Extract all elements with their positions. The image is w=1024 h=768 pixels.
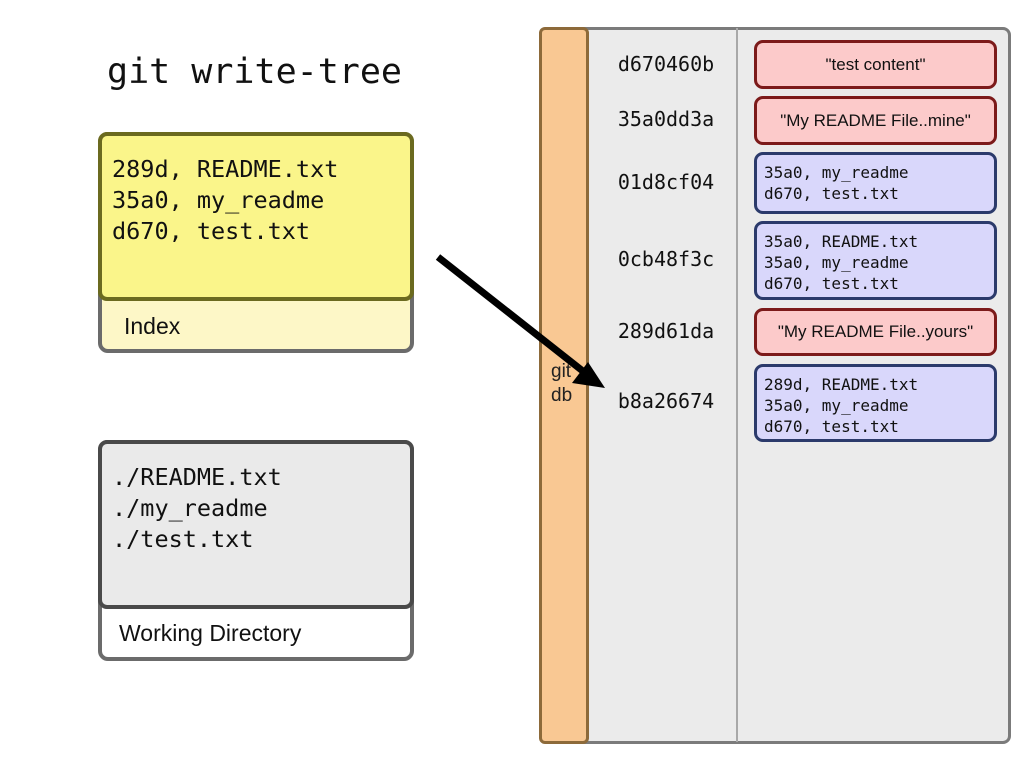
tree-entry: 35a0, my_readme — [764, 396, 909, 415]
blob-content: "My README File..mine" — [780, 110, 971, 130]
blob-content: "My README File..yours" — [777, 322, 974, 341]
tree-entry: 35a0, my_readme — [764, 253, 909, 272]
git-db-column-divider — [736, 28, 738, 742]
index-entry: 35a0, my_readme — [112, 186, 325, 214]
tree-object: 35a0, my_readme d670, test.txt — [754, 152, 997, 214]
object-hash: 0cb48f3c — [617, 247, 715, 271]
tree-object: 35a0, README.txt 35a0, my_readme d670, t… — [754, 221, 997, 300]
working-directory-file: ./README.txt — [112, 463, 282, 491]
git-db-label: git db — [551, 360, 572, 408]
blob-content: "test content" — [825, 54, 926, 74]
index-label: Index — [124, 313, 181, 339]
page-title: git write-tree — [107, 52, 403, 92]
index-box: 289d, README.txt 35a0, my_readme d670, t… — [98, 132, 414, 353]
working-directory-label: Working Directory — [119, 620, 302, 646]
object-hash: 289d61da — [617, 319, 715, 343]
git-db-label-line1: git — [551, 361, 572, 382]
tree-entry: 35a0, README.txt — [764, 232, 919, 251]
blob-object: "My README File..yours" — [754, 308, 997, 356]
blob-object: "test content" — [754, 40, 997, 89]
working-directory-file: ./test.txt — [112, 525, 254, 553]
tree-entry: d670, test.txt — [764, 274, 899, 293]
tree-object: 289d, README.txt 35a0, my_readme d670, t… — [754, 364, 997, 442]
index-content: 289d, README.txt 35a0, my_readme d670, t… — [98, 132, 414, 301]
tree-entry: 35a0, my_readme — [764, 163, 909, 182]
object-hash: d670460b — [617, 52, 715, 76]
git-db-label-line2: db — [551, 385, 573, 406]
working-directory-box: ./README.txt ./my_readme ./test.txt Work… — [98, 440, 414, 661]
tree-entry: 289d, README.txt — [764, 375, 919, 394]
object-hash: b8a26674 — [617, 389, 715, 413]
blob-object: "My README File..mine" — [754, 96, 997, 145]
index-entry: 289d, README.txt — [112, 155, 339, 183]
object-hash: 01d8cf04 — [617, 170, 715, 194]
working-directory-file: ./my_readme — [112, 494, 268, 522]
index-entry: d670, test.txt — [112, 217, 311, 245]
tree-entry: d670, test.txt — [764, 184, 899, 203]
object-hash: 35a0dd3a — [617, 107, 715, 131]
tree-entry: d670, test.txt — [764, 417, 899, 436]
working-directory-content: ./README.txt ./my_readme ./test.txt — [98, 440, 414, 609]
